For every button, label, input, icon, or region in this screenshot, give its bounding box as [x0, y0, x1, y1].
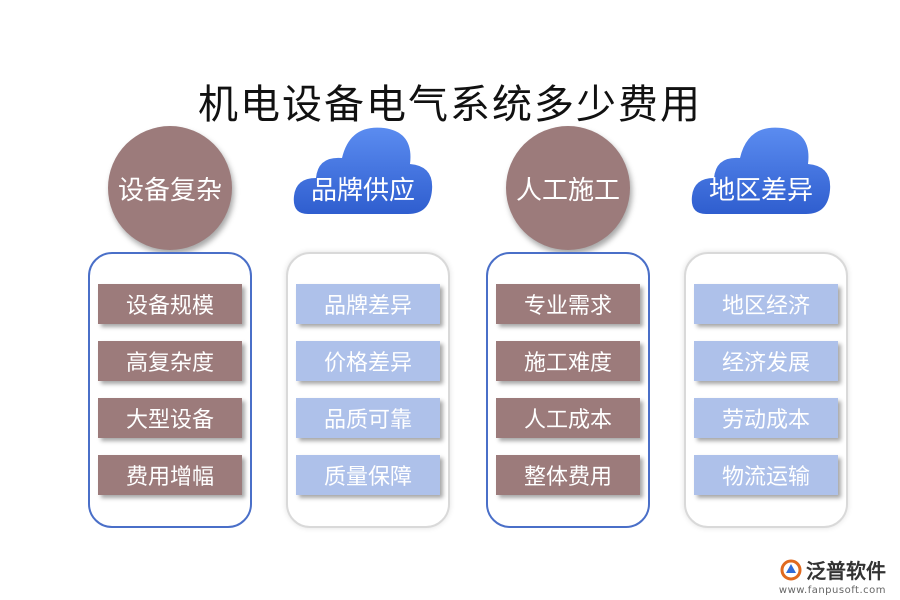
list-item: 专业需求 — [496, 284, 640, 324]
list-item: 劳动成本 — [694, 398, 838, 438]
diagram-title: 机电设备电气系统多少费用 — [198, 82, 702, 128]
header-circle-1: 设备复杂 — [108, 126, 232, 250]
header-label-4: 地区差异 — [708, 176, 813, 206]
header-cloud-4: 地区差异 — [686, 118, 836, 238]
list-item: 物流运输 — [694, 455, 838, 495]
header-cloud-2: 品牌供应 — [288, 118, 438, 238]
list-item: 经济发展 — [694, 341, 838, 381]
list-item: 整体费用 — [496, 455, 640, 495]
list-item: 费用增幅 — [98, 455, 242, 495]
brand-mark-icon — [780, 559, 802, 580]
list-item: 人工成本 — [496, 398, 640, 438]
list-item: 施工难度 — [496, 341, 640, 381]
header-circle-3: 人工施工 — [506, 126, 630, 250]
panel-1: 设备规模 高复杂度 大型设备 费用增幅 — [88, 252, 252, 528]
panel-3: 专业需求 施工难度 人工成本 整体费用 — [486, 252, 650, 528]
panel-2: 品牌差异 价格差异 品质可靠 质量保障 — [286, 252, 450, 528]
list-item: 价格差异 — [296, 341, 440, 381]
header-label-2: 品牌供应 — [310, 176, 415, 206]
list-item: 大型设备 — [98, 398, 242, 438]
list-item: 质量保障 — [296, 455, 440, 495]
header-label-1: 设备复杂 — [117, 175, 222, 206]
header-label-3: 人工施工 — [515, 175, 620, 206]
list-item: 品牌差异 — [296, 284, 440, 324]
list-item: 设备规模 — [98, 284, 242, 324]
brand-url: www.fanpusoft.com — [778, 585, 886, 596]
brand-logo: 泛普软件 — [780, 555, 886, 584]
cloud-icon — [293, 127, 433, 214]
list-item: 地区经济 — [694, 284, 838, 324]
brand-name: 泛普软件 — [806, 559, 886, 583]
cloud-icon — [691, 127, 831, 214]
list-item: 品质可靠 — [296, 398, 440, 438]
list-item: 高复杂度 — [98, 341, 242, 381]
panel-4: 地区经济 经济发展 劳动成本 物流运输 — [684, 252, 848, 528]
